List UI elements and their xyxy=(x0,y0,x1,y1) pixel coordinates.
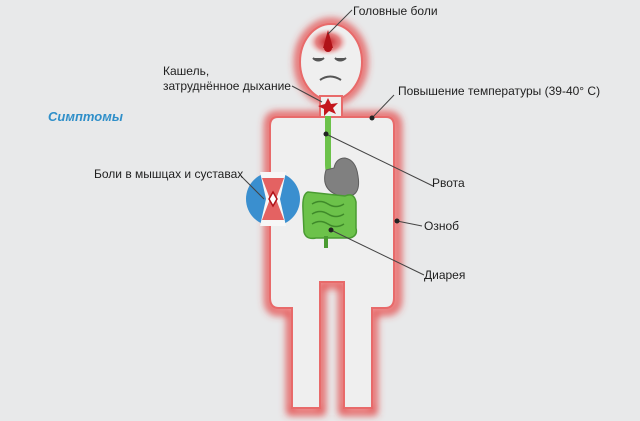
label-headache: Головные боли xyxy=(353,4,438,18)
leader-lines xyxy=(240,9,434,276)
label-chills: Озноб xyxy=(424,219,460,233)
intestine xyxy=(302,191,358,248)
label-cough-line2: затруднённое дыхание xyxy=(163,79,291,93)
label-cough-line1: Кашель, xyxy=(163,64,210,78)
label-muscle-pain: Боли в мышцах и суставах xyxy=(94,167,244,181)
headache-marker xyxy=(308,28,348,56)
diagram-title: Симптомы xyxy=(48,109,123,124)
muscle-joint-marker xyxy=(246,172,300,226)
cough-marker xyxy=(318,98,338,116)
leader-dots xyxy=(323,115,400,233)
face xyxy=(312,57,347,81)
label-vomit: Рвота xyxy=(432,176,465,190)
digestive-tract xyxy=(324,116,360,198)
label-fever: Повышение температуры (39-40° С) xyxy=(398,84,601,98)
label-diarrhea: Диарея xyxy=(424,268,466,282)
